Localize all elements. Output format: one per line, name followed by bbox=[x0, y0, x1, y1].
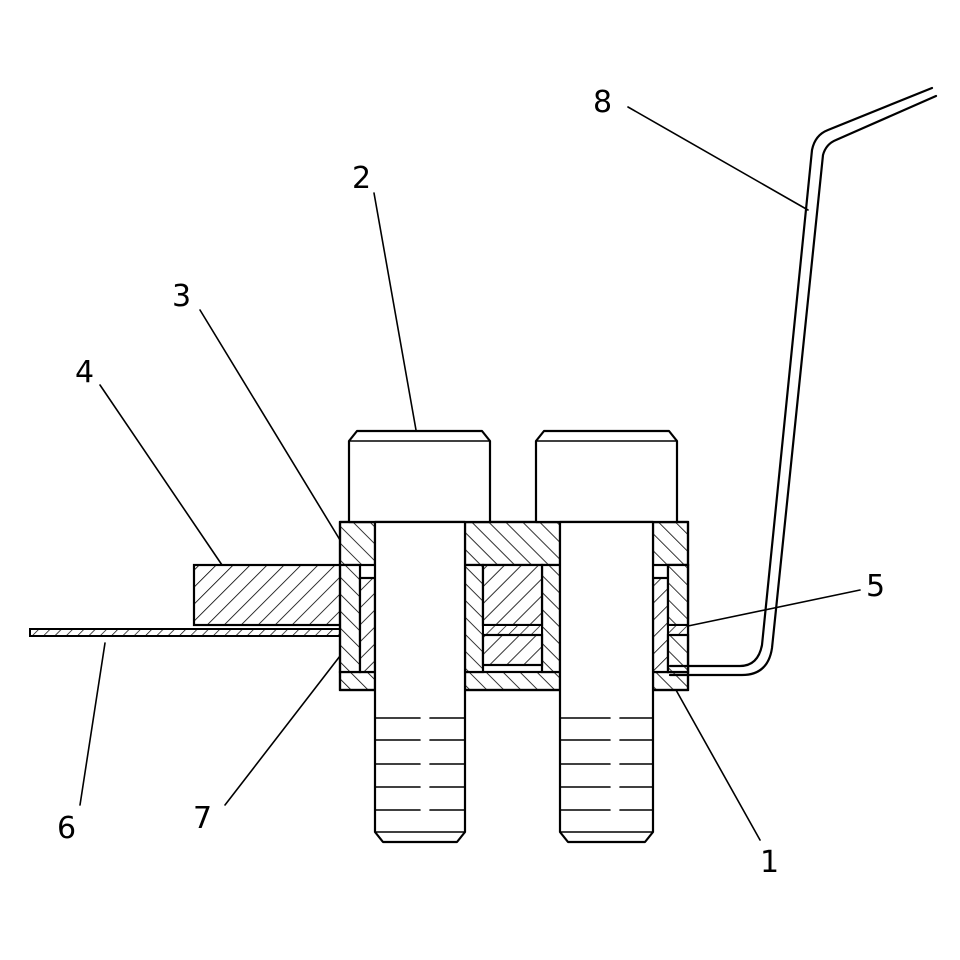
label-4: 4 bbox=[75, 355, 94, 390]
leader-4 bbox=[99, 384, 223, 566]
leader-8 bbox=[627, 106, 809, 211]
label-1: 1 bbox=[760, 845, 779, 880]
label-8: 8 bbox=[593, 85, 612, 120]
leader-7 bbox=[224, 655, 341, 806]
screw-left-2 bbox=[347, 429, 492, 844]
thread-lines-right bbox=[559, 717, 654, 811]
leader-1 bbox=[675, 689, 761, 841]
label-7: 7 bbox=[193, 801, 212, 836]
label-6: 6 bbox=[57, 811, 76, 846]
label-2: 2 bbox=[352, 161, 371, 196]
reference-labels: 8 2 3 4 5 6 7 1 bbox=[57, 85, 885, 880]
leader-5 bbox=[687, 589, 861, 627]
label-5: 5 bbox=[866, 569, 885, 604]
block-4 bbox=[192, 563, 360, 627]
screw-right bbox=[534, 429, 679, 844]
leader-6 bbox=[79, 642, 106, 806]
leader-lines bbox=[79, 106, 861, 841]
wire-8 bbox=[668, 86, 938, 677]
strip-6 bbox=[29, 628, 346, 637]
leader-2 bbox=[373, 192, 417, 431]
label-3: 3 bbox=[172, 279, 191, 314]
thread-lines-left bbox=[374, 717, 466, 811]
leader-3 bbox=[199, 309, 341, 541]
